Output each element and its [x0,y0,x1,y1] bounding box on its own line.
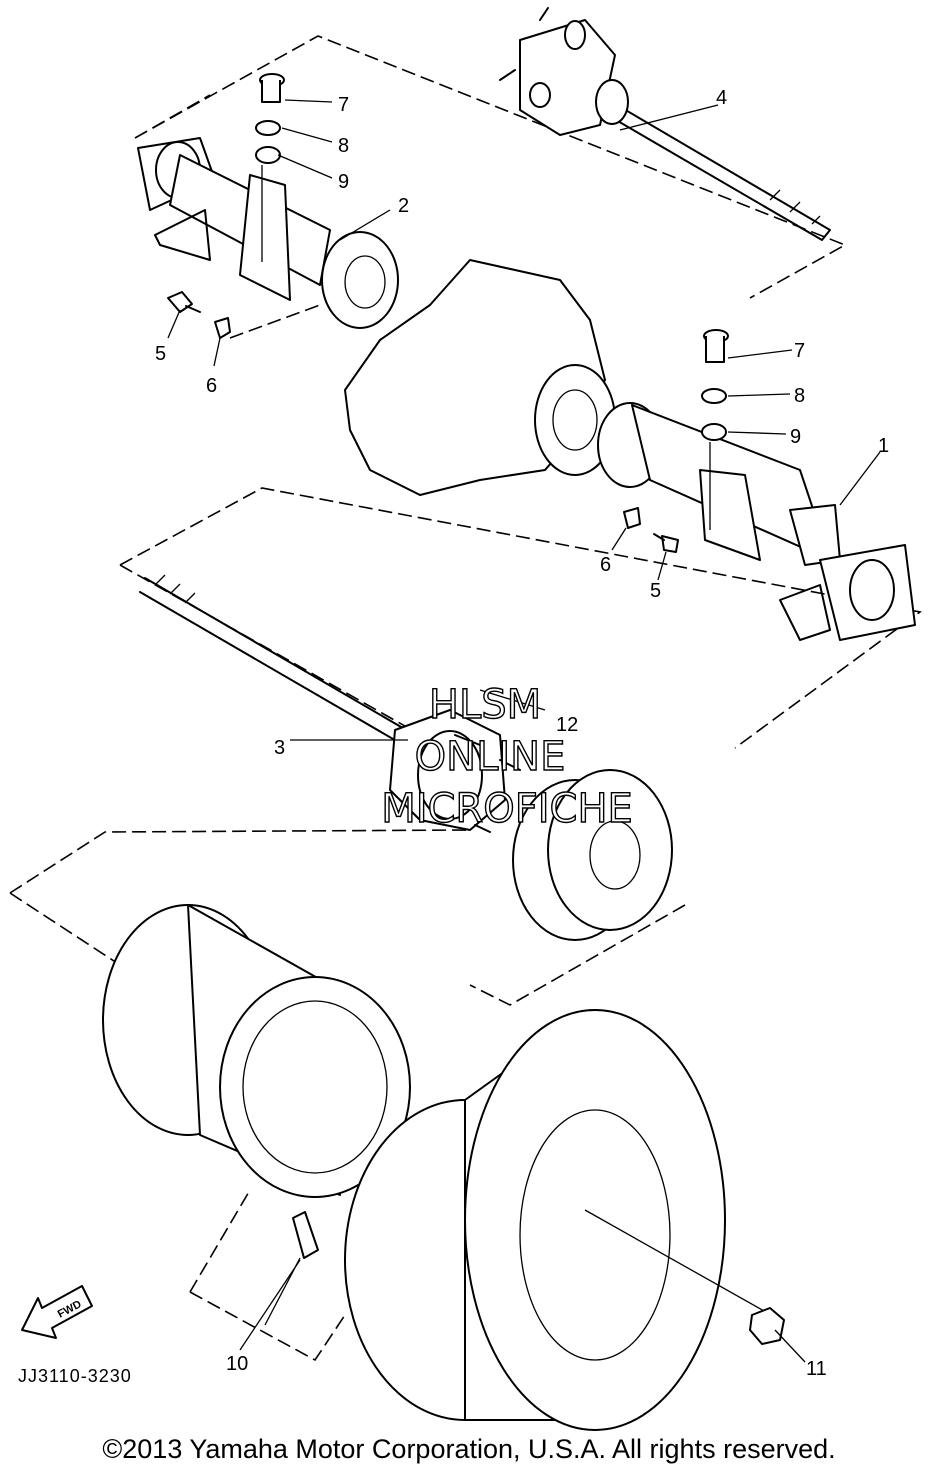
callout-1: 1 [878,435,889,457]
callout-4: 4 [716,87,727,109]
callout-7-right: 7 [794,340,805,362]
axle-housing-left [137,137,399,329]
callout-6-left: 6 [206,375,217,397]
axle-lower-left [139,574,521,833]
differential-case [344,259,616,496]
assembly-box-upper [134,35,847,339]
wheel-nut [749,1307,785,1345]
callout-6-right: 6 [600,554,611,576]
brake-drum [512,769,673,941]
callout-8-right: 8 [794,385,805,407]
callout-5-left: 5 [155,343,166,365]
bolt-washers-left [255,73,285,262]
wheel-rim [102,904,411,1198]
bolt-nut-left [167,291,231,339]
bolt-washers-right [701,329,729,530]
callout-9-left: 9 [338,171,349,193]
callout-7-left: 7 [338,94,349,116]
callout-11: 11 [806,1358,827,1380]
watermark-line-1: HLSM [429,682,541,728]
callout-10: 10 [226,1353,248,1375]
callout-9-right: 9 [790,426,801,448]
fwd-arrow-icon: FWD [21,1285,93,1339]
leader-lines [167,99,881,1363]
axle-upper-right [499,7,831,241]
callout-5-right: 5 [650,580,661,602]
callout-2: 2 [398,195,409,217]
diagram-code: JJ3110-3230 [18,1366,132,1386]
copyright-footer: ©2013 Yamaha Motor Corporation, U.S.A. A… [102,1434,836,1464]
callout-8-left: 8 [338,135,349,157]
valve-stem [264,1211,319,1326]
assembly-box-wheel [189,1189,346,1362]
watermark-line-3: MICROFICHE [381,786,633,832]
callout-3: 3 [274,737,285,759]
axle-housing-right [597,402,916,641]
watermark-line-2: ONLINE [415,734,566,780]
bolt-nut-right [623,507,679,553]
callout-12: 12 [556,714,578,736]
assembly-box-lower [9,829,686,1006]
tire [344,1009,781,1431]
